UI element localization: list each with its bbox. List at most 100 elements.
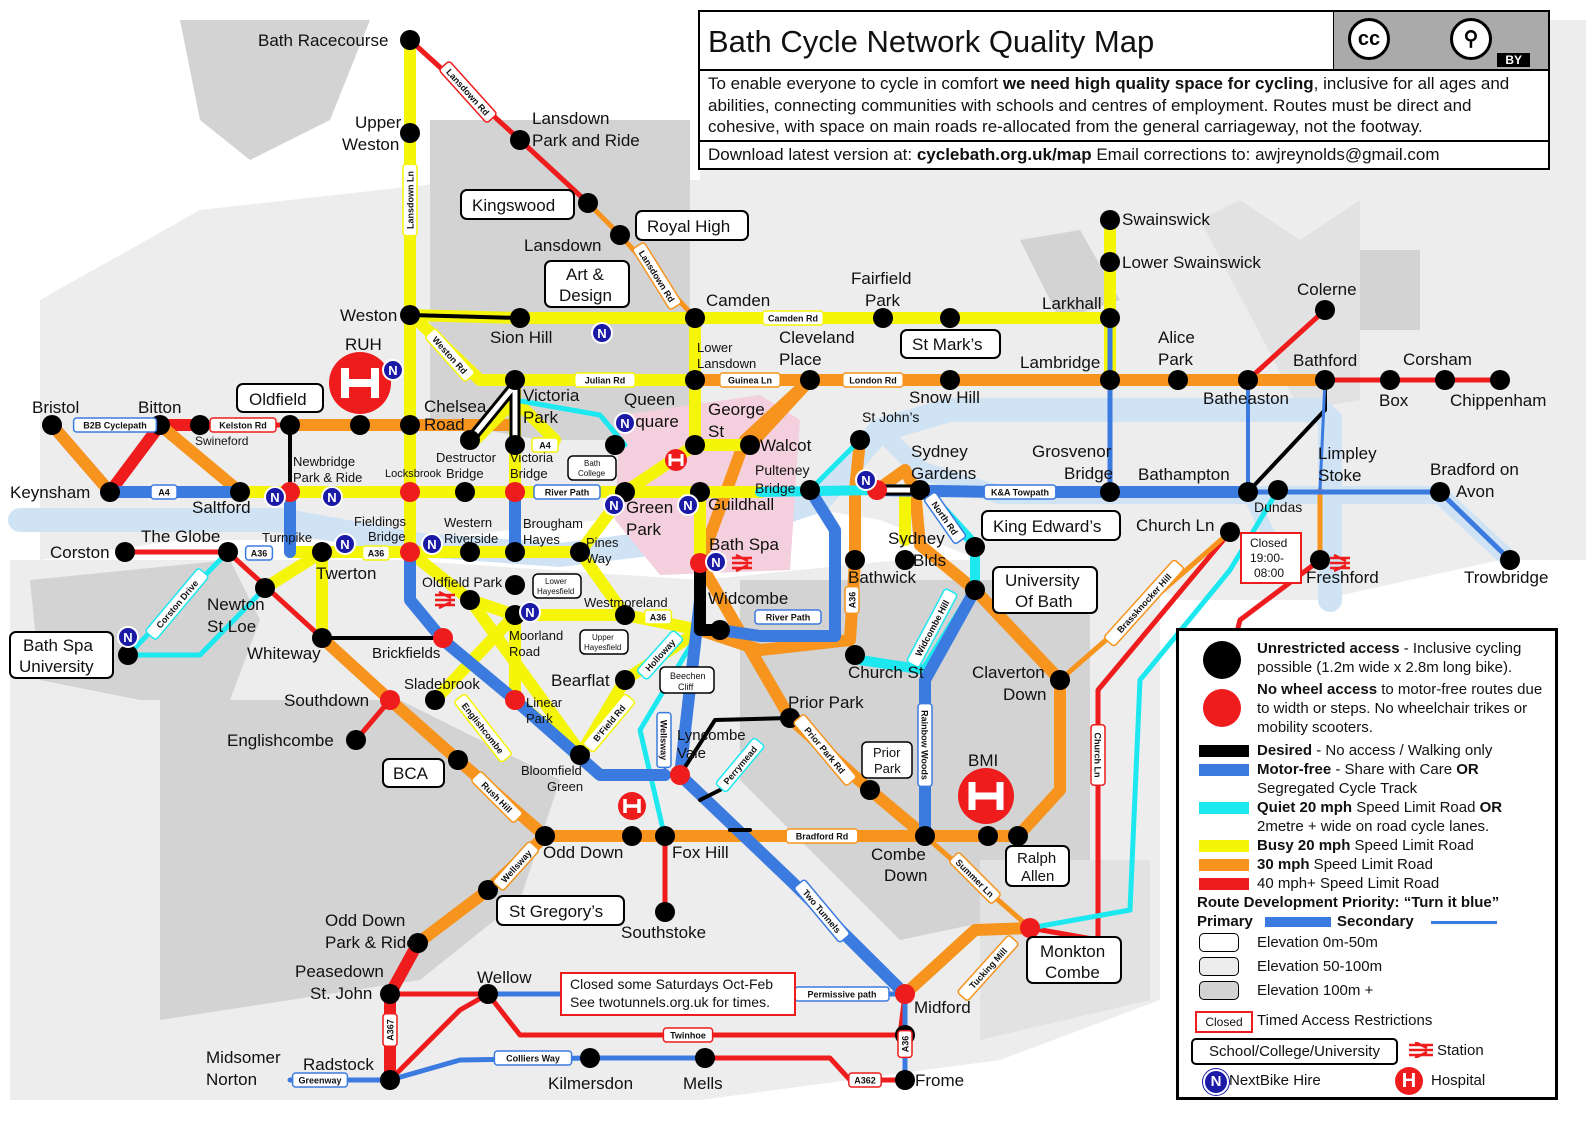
route-node <box>190 415 210 435</box>
school-monkton-1: Monkton <box>1040 942 1105 961</box>
download-label: Download latest version at: <box>708 145 917 164</box>
road-name-tag: River Path <box>533 484 601 500</box>
road-name-text: A36 <box>901 1036 911 1053</box>
label-keynsham: Keynsham <box>10 483 90 502</box>
school-royal-high: Royal High <box>647 217 730 236</box>
route-node <box>1315 300 1335 320</box>
legend-yellow-bar <box>1199 840 1249 852</box>
road-name-text: Kelston Rd <box>219 421 267 431</box>
label-bath-spa: Bath Spa <box>709 535 779 554</box>
road-name-text: A367 <box>386 1019 396 1041</box>
label-radstock: Radstock <box>303 1055 374 1074</box>
label-pulteney-2: Bridge <box>755 480 796 496</box>
label-kilmersdon: Kilmersdon <box>548 1074 633 1093</box>
route-node <box>1315 370 1335 390</box>
road-name-tag: K&A Towpath <box>983 484 1057 500</box>
rail-stations <box>435 553 1350 610</box>
route-node <box>605 435 625 455</box>
road-name-tag: B2B Cyclepath <box>72 417 158 433</box>
place-labels: Bath Racecourse Upper Weston Lansdown Pa… <box>10 31 1548 1093</box>
route-node <box>380 984 400 1004</box>
route-node <box>1100 370 1120 390</box>
label-sydney-blds-1: Sydney <box>888 529 945 548</box>
road-name-tag: A36 <box>643 609 673 625</box>
label-upper-weston: Weston <box>342 135 399 154</box>
legend-quiet: Quiet 20 mph Speed Limit Road OR <box>1257 798 1502 817</box>
label-southdown: Southdown <box>284 691 369 710</box>
label-george-2: St <box>708 422 724 441</box>
label-queen-1: Queen <box>624 390 675 409</box>
legend-elev-2-box <box>1199 957 1239 976</box>
school-beechen-1: Beechen <box>670 671 706 681</box>
route-node <box>895 1070 915 1090</box>
legend-station: Station <box>1437 1042 1484 1059</box>
nextbike-icon: N <box>603 494 625 516</box>
intro-part-2: , inclusive for all ages and abilities, … <box>708 74 1510 136</box>
route-node <box>940 308 960 328</box>
label-victoria-bridge-2: Bridge <box>510 466 548 481</box>
road-name-tag: Church Ln <box>1090 724 1106 786</box>
route-node <box>685 308 705 328</box>
route-node <box>1050 670 1070 690</box>
legend-school-box: School/College/University <box>1191 1038 1398 1065</box>
label-brickfields: Brickfields <box>372 645 440 662</box>
label-newton-2: St Loe <box>207 617 256 636</box>
route-node <box>280 415 300 435</box>
route-node <box>100 482 120 502</box>
svg-text:N: N <box>427 537 436 552</box>
nextbike-icon: N <box>677 494 699 516</box>
legend-thirty-bold: 30 mph <box>1257 856 1310 873</box>
road-name-text: Permissive path <box>807 990 876 1000</box>
school-art-2: Design <box>559 286 612 305</box>
road-name-text: Colliers Way <box>506 1054 560 1064</box>
legend-motorfree-text: - Share with Care <box>1331 761 1457 778</box>
header-panel: Bath Cycle Network Quality Map cc ⚲ BY T… <box>698 10 1550 170</box>
road-name-tag: A4 <box>531 437 559 453</box>
road-name-text: Twinhoe <box>670 1031 706 1041</box>
hospital-icon <box>958 768 1014 824</box>
label-frome: Frome <box>915 1071 964 1090</box>
label-fox-hill: Fox Hill <box>672 843 729 862</box>
hospitals <box>329 352 1014 824</box>
label-lansdown: Lansdown <box>524 236 602 255</box>
label-swainswick: Swainswick <box>1122 210 1210 229</box>
route-node <box>695 1048 715 1068</box>
svg-text:N: N <box>525 605 534 620</box>
label-corston: Corston <box>50 543 110 562</box>
road-name-tag: A4 <box>150 484 178 500</box>
label-lower-swainswick: Lower Swainswick <box>1122 253 1261 272</box>
label-saltford: Saltford <box>192 498 251 517</box>
label-fieldings-1: Fieldings <box>354 514 407 529</box>
label-guildhall: Guildhall <box>708 495 774 514</box>
label-prior-park: Prior Park <box>788 693 864 712</box>
school-king-edwards: King Edward’s <box>993 517 1101 536</box>
route-node <box>448 750 468 770</box>
school-bath-spa-uni-1: Bath Spa <box>23 636 93 655</box>
hospital-icon <box>618 792 646 820</box>
legend-blue-bar <box>1199 764 1249 776</box>
label-claverton-2: Down <box>1003 685 1046 704</box>
route-node <box>460 542 480 562</box>
route-node <box>845 645 865 665</box>
download-link[interactable]: cyclebath.org.uk/map <box>916 145 1092 164</box>
label-green-park-2: Park <box>626 520 661 539</box>
school-ralph-1: Ralph <box>1017 850 1056 867</box>
label-trowbridge: Trowbridge <box>1464 568 1548 587</box>
route-node <box>685 370 705 390</box>
svg-text:N: N <box>340 537 349 552</box>
road-name-text: Julian Rd <box>585 376 626 386</box>
label-sydney-blds-2: Blds <box>913 551 946 570</box>
legend-forty: 40 mph+ Speed Limit Road <box>1257 875 1440 892</box>
legend-thirty: 30 mph Speed Limit Road <box>1257 855 1433 874</box>
road-name-text: A36 <box>368 549 385 559</box>
legend-red-dot <box>1203 689 1241 727</box>
road-name-tag: A36 <box>244 545 274 561</box>
road-name-text: River Path <box>545 488 590 498</box>
school-st-gregorys: St Gregory’s <box>509 902 603 921</box>
license-badge: cc ⚲ BY <box>1333 12 1548 69</box>
road-name-text: Camden Rd <box>768 314 818 324</box>
label-western-riverside-1: Western <box>444 515 492 530</box>
label-bradford-avon-2: Avon <box>1456 482 1494 501</box>
header-divider-2 <box>700 140 1548 142</box>
